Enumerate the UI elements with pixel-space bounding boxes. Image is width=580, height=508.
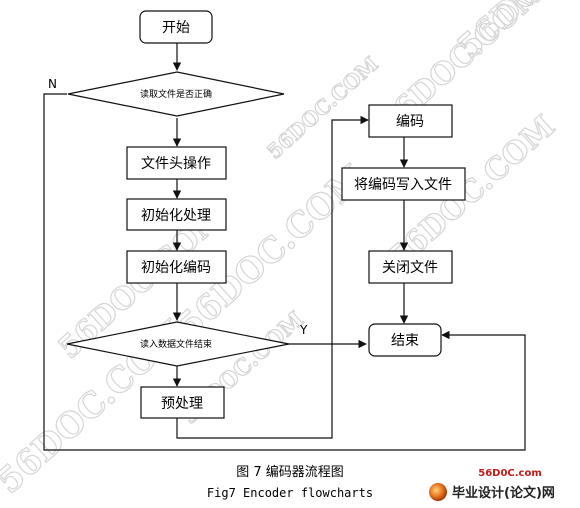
decision-check-file: 读取文件是否正确 xyxy=(67,71,285,117)
node-init-process: 初始化处理 xyxy=(126,198,227,231)
node-end: 结束 xyxy=(368,323,442,357)
caption-chinese: 图 7 编码器流程图 xyxy=(236,465,344,480)
node-encode: 编码 xyxy=(368,104,453,138)
node-write-file: 将编码写入文件 xyxy=(341,167,466,201)
node-start-label: 开始 xyxy=(162,20,190,36)
node-init-encode-label: 初始化编码 xyxy=(141,259,211,276)
watermark: 56DOC.COM xyxy=(262,52,383,164)
node-init-process-label: 初始化处理 xyxy=(141,207,211,224)
node-preprocess: 预处理 xyxy=(140,386,225,419)
decision-read-end: 读入数据文件结束 xyxy=(66,321,290,367)
node-write-file-label: 将编码写入文件 xyxy=(354,177,452,193)
node-end-label: 结束 xyxy=(391,333,419,349)
node-init-encode: 初始化编码 xyxy=(126,250,227,284)
globe-icon xyxy=(429,483,447,501)
node-start: 开始 xyxy=(139,10,213,44)
connectors xyxy=(43,43,526,451)
brand-logo: 56D0C.com 毕业设计(论文)网 xyxy=(429,468,555,501)
brand-site-text: 56D0C.com xyxy=(478,468,542,479)
node-close-file: 关闭文件 xyxy=(368,250,453,284)
node-header-op: 文件头操作 xyxy=(126,146,227,180)
label-yes: Y xyxy=(299,323,308,337)
node-encode-label: 编码 xyxy=(396,114,424,130)
caption-english: Fig7 Encoder flowcharts xyxy=(207,486,373,500)
node-close-file-label: 关闭文件 xyxy=(382,260,438,276)
node-preprocess-label: 预处理 xyxy=(161,396,203,412)
label-no: N xyxy=(48,77,57,91)
decision-check-file-label: 读取文件是否正确 xyxy=(140,88,212,100)
brand-name-text: 毕业设计(论文)网 xyxy=(452,485,555,501)
node-header-op-label: 文件头操作 xyxy=(141,156,211,172)
decision-read-end-label: 读入数据文件结束 xyxy=(140,338,212,350)
